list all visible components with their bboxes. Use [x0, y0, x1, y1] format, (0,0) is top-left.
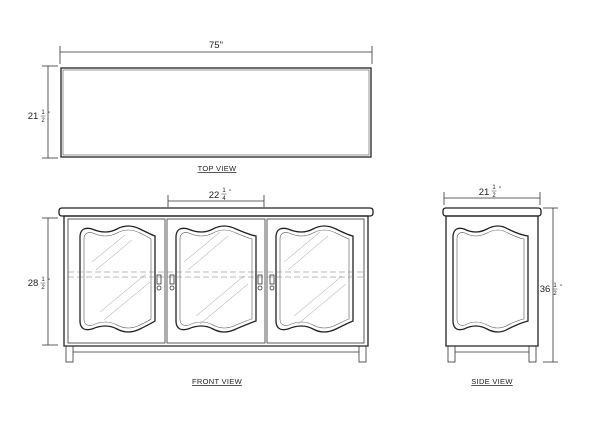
front-door-dimension: 22 1 4 "	[167, 188, 265, 207]
front-door-width-label: 22	[209, 190, 220, 201]
front-door-right	[266, 218, 365, 344]
side-depth-inch: "	[499, 187, 501, 193]
side-depth-frac-den: 2	[492, 193, 496, 199]
side-height-frac-den: 2	[553, 291, 557, 297]
side-front-leg	[447, 345, 456, 363]
top-depth-frac-num: 1	[41, 110, 45, 116]
front-door-frac-den: 4	[222, 196, 226, 202]
side-view: 21 1 2 " 36 1 2 " SIDE VIE	[442, 185, 562, 386]
side-depth-dimension: 21 1 2 "	[443, 185, 541, 205]
front-height-frac-den: 2	[41, 285, 45, 291]
front-left-leg	[65, 345, 74, 363]
front-cabinet-top	[58, 207, 374, 217]
side-back-leg	[528, 345, 537, 363]
side-cabinet-top	[442, 207, 542, 217]
top-depth-label: 21	[28, 111, 39, 122]
front-height-frac-num: 1	[41, 277, 45, 283]
front-height-dimension: 28 1 2 "	[28, 217, 58, 346]
front-height-inch: "	[48, 279, 50, 285]
side-panel	[452, 225, 529, 333]
top-depth-frac-den: 2	[41, 118, 45, 124]
side-height-dimension: 36 1 2 "	[540, 207, 562, 363]
door-handle-center-right	[257, 274, 263, 291]
door-handle-right	[269, 274, 275, 291]
top-view-caption: TOP VIEW	[198, 164, 237, 173]
front-right-leg	[358, 345, 367, 363]
door-handle-center-left	[169, 274, 175, 291]
top-outline	[60, 67, 372, 158]
side-height-frac-num: 1	[553, 283, 557, 289]
side-depth-frac-num: 1	[492, 185, 496, 191]
front-door-inch: "	[229, 190, 231, 196]
door-handle-left	[156, 274, 162, 291]
front-view-caption: FRONT VIEW	[192, 377, 243, 386]
front-door-frac-num: 1	[222, 188, 226, 194]
front-view: 22 1 4 " 28 1 2 "	[28, 188, 374, 386]
front-height-label: 28	[28, 278, 39, 289]
side-depth-label: 21	[479, 187, 490, 198]
top-width-dimension: 75"	[59, 40, 373, 64]
side-view-caption: SIDE VIEW	[471, 377, 513, 386]
side-height-label: 36	[540, 284, 551, 295]
front-door-left	[67, 218, 166, 344]
front-door-center	[166, 218, 266, 344]
side-height-inch: "	[560, 285, 562, 291]
top-width-label: 75"	[209, 40, 223, 51]
top-depth-dimension: 21 1 2 "	[28, 65, 58, 159]
top-view: 75" 21 1 2 " TOP VIEW	[28, 40, 373, 173]
top-depth-inch: "	[48, 112, 50, 118]
